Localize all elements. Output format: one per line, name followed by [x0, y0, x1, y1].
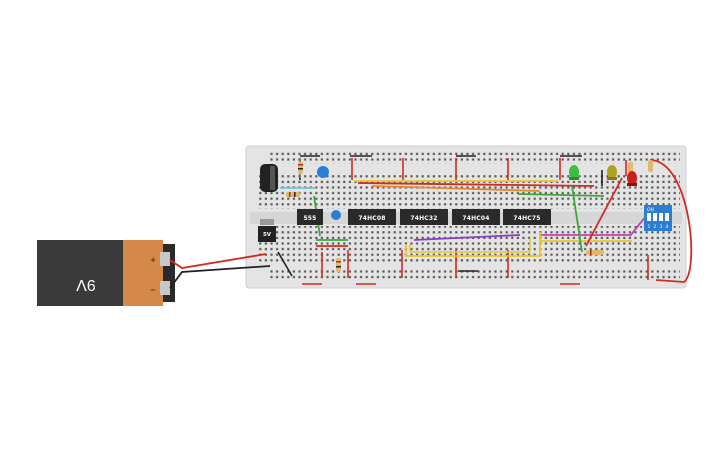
battery-plus-label: +	[150, 256, 156, 264]
red-jumper-wires[interactable]	[321, 158, 649, 280]
ceramic-capacitor-mid[interactable]	[331, 210, 341, 220]
regulator-label: 5V	[263, 232, 272, 238]
battery-wire-red[interactable]	[169, 253, 267, 269]
chip-74hc08-label: 74HC08	[358, 215, 385, 222]
dip-switch-on-label: ON	[647, 207, 654, 213]
dip-switch[interactable]: ON 1 2 3 4	[644, 205, 672, 231]
orange-wire-top[interactable]	[371, 185, 541, 192]
green-wire-top[interactable]	[517, 193, 605, 197]
yellow-loop-wire-2[interactable]	[409, 238, 531, 253]
resistor-bottom[interactable]	[336, 258, 341, 272]
electrolytic-capacitor[interactable]	[260, 164, 278, 192]
rail-lines	[300, 155, 582, 285]
purple-wire[interactable]	[413, 234, 521, 241]
dip-switch-num-1: 1	[648, 224, 651, 230]
battery-minus-label: −	[150, 286, 156, 294]
yellow-loop-wire[interactable]	[405, 232, 541, 257]
chip-74hc75-label: 74HC75	[513, 215, 540, 222]
chip-555[interactable]: 555	[297, 209, 323, 225]
dip-switch-toggles[interactable]	[647, 213, 669, 221]
led-yellow[interactable]	[607, 165, 617, 180]
battery-copper-band	[123, 240, 163, 306]
led-green[interactable]	[569, 165, 579, 180]
resistor-horizontal[interactable]	[286, 192, 300, 197]
battery-9v[interactable]: + − 9V	[37, 240, 175, 306]
battery-terminal-plus[interactable]	[160, 252, 170, 266]
chip-74hc32-label: 74HC32	[410, 215, 437, 222]
dip-switch-num-2: 2	[654, 224, 657, 230]
chip-74hc04-label: 74HC04	[462, 215, 489, 222]
battery-terminal-minus[interactable]	[160, 281, 170, 295]
ceramic-capacitor-top[interactable]	[317, 166, 329, 178]
dip-switch-num-4: 4	[666, 224, 669, 230]
horizontal-wires[interactable]	[280, 180, 632, 247]
chip-74hc04[interactable]: 74HC04	[452, 209, 500, 225]
red-wire-top[interactable]	[357, 182, 595, 187]
chip-555-label: 555	[303, 215, 316, 222]
battery-wire-black[interactable]	[169, 265, 271, 289]
battery-label: 9V	[76, 276, 96, 293]
resistor-top-left[interactable]	[298, 158, 303, 178]
top-power-rail-holes	[270, 152, 680, 164]
chip-74hc75[interactable]: 74HC75	[503, 209, 551, 225]
chip-74hc32[interactable]: 74HC32	[400, 209, 448, 225]
voltage-regulator[interactable]: 5V	[258, 219, 276, 242]
chip-74hc08[interactable]: 74HC08	[348, 209, 396, 225]
dip-switch-num-3: 3	[660, 224, 663, 230]
led-red[interactable]	[627, 171, 637, 186]
battery-body	[37, 240, 127, 306]
bottom-power-rail-holes	[270, 268, 680, 280]
resistor-right-pair[interactable]	[586, 160, 653, 255]
